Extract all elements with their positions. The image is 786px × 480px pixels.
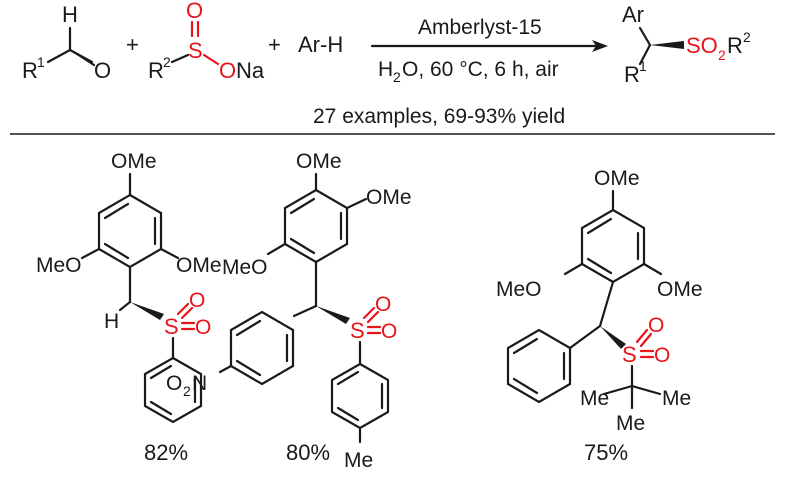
example-3-me1: Me (580, 387, 609, 410)
example-3-me3: Me (616, 412, 645, 435)
example-2-o2n-o: O (166, 372, 182, 395)
sulfinate-o-top: O (186, 0, 203, 23)
example-1-o2: O (195, 316, 211, 339)
sulfur-s: S (188, 38, 203, 63)
example-2-tolyl (330, 362, 390, 430)
product-r2-sup: 2 (743, 29, 751, 45)
product-r1-sup: 1 (639, 58, 647, 74)
example-2-ome-right: OMe (366, 186, 412, 209)
product-general: Ar R 1 SO 2 R 2 (622, 2, 751, 87)
example-3-s: S (622, 342, 637, 367)
example-3: OMe MeO OMe S O O Me Me Me 75% (496, 167, 703, 465)
product-so2-sub: 2 (718, 47, 726, 63)
aldehyde-o: O (94, 58, 111, 83)
product-r1: R (624, 62, 640, 87)
plus-sign-2: + (268, 32, 281, 57)
sodium-na: Na (236, 58, 265, 83)
example-3-ome-top: OMe (594, 167, 640, 190)
conditions-h: H (378, 58, 393, 81)
product-so2: SO (686, 33, 718, 58)
plus-sign-1: + (126, 32, 139, 57)
example-1-s: S (164, 314, 179, 339)
example-3-phenyl (506, 328, 572, 404)
example-3-o2: O (654, 344, 670, 367)
example-2-ome-left: MeO (222, 256, 268, 279)
example-3-me2: Me (662, 387, 691, 410)
example-3-ome-right: OMe (657, 278, 703, 301)
example-2-o1: O (375, 293, 391, 316)
example-1-ome-left: MeO (36, 254, 82, 277)
example-2-o2: O (381, 320, 397, 343)
example-2-nitrophenyl (229, 310, 295, 386)
example-1-yield: 82% (144, 440, 188, 465)
example-2-ome-top: OMe (296, 150, 342, 173)
conditions-text: O, 60 °C, 6 h, air (402, 58, 559, 81)
example-3-yield: 75% (584, 440, 628, 465)
example-2-s: S (350, 318, 365, 343)
example-1-o1: O (189, 289, 205, 312)
r1-label: R (22, 58, 38, 83)
example-1: OMe MeO OMe H S O O 82% (36, 150, 222, 465)
aldehyde-reactant: R 1 H O (22, 2, 111, 83)
sulfinate-reactant: R 2 S O O Na (148, 0, 265, 83)
example-2: OMe OMe MeO O 2 N S O O Me (166, 150, 412, 472)
example-3-o1: O (648, 314, 664, 337)
example-3-ome-left: MeO (496, 278, 542, 301)
arene-reactant: Ar-H (298, 32, 343, 57)
sulfinate-o: O (219, 58, 236, 83)
example-1-h: H (104, 310, 119, 333)
r1-superscript: 1 (37, 54, 45, 70)
aldehyde-h: H (62, 2, 78, 27)
r2-superscript: 2 (163, 54, 171, 70)
example-1-phenyl (143, 356, 203, 424)
example-1-ome-top: OMe (111, 150, 157, 173)
reaction-arrow: Amberlyst-15 H 2 O, 60 °C, 6 h, air (370, 16, 608, 85)
product-ar: Ar (622, 2, 644, 27)
example-2-o2n-sub: 2 (183, 383, 191, 399)
example-2-yield: 80% (286, 440, 330, 465)
r2-label: R (148, 58, 164, 83)
example-2-me: Me (344, 449, 373, 472)
example-1-ome-right: OMe (176, 254, 222, 277)
conditions-subscript: 2 (393, 69, 401, 85)
catalyst-label: Amberlyst-15 (418, 16, 542, 39)
summary-text: 27 examples, 69-93% yield (313, 105, 565, 128)
example-2-o2n-n: N (192, 372, 207, 395)
product-r2: R (727, 33, 743, 58)
